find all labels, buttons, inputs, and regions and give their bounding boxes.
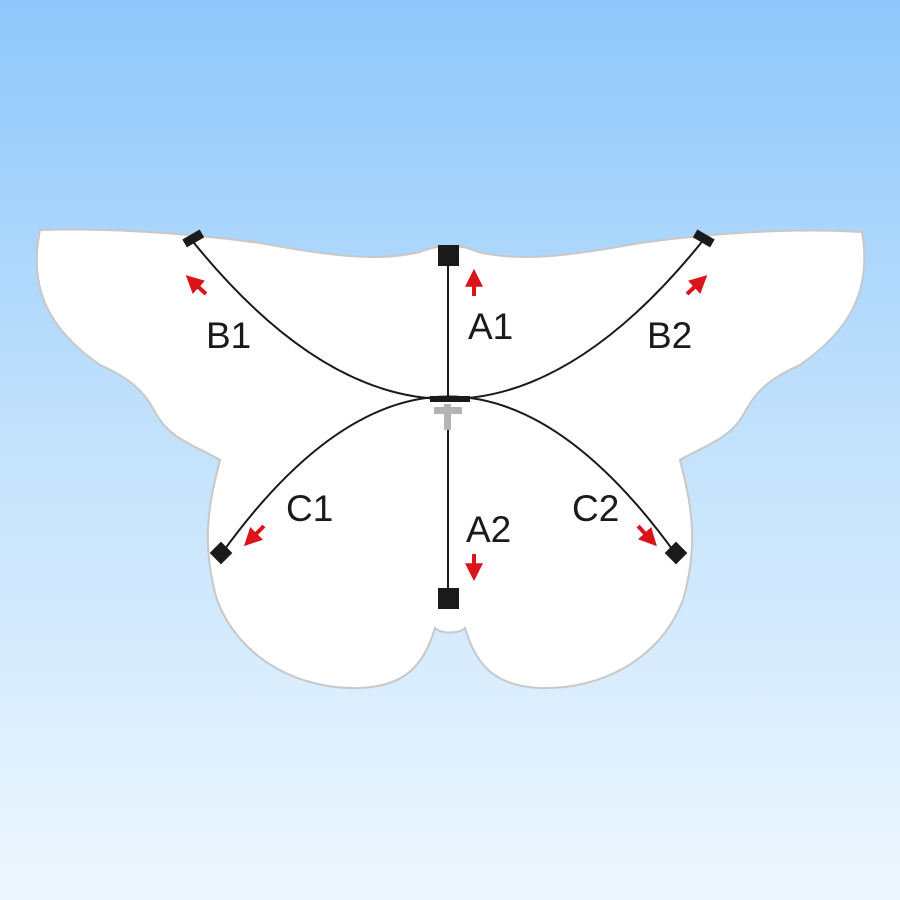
label-b2: B2	[647, 315, 692, 356]
arrow-b2-icon	[685, 275, 708, 296]
arrow-c1-icon	[243, 524, 266, 547]
end-cap-b1	[182, 229, 205, 248]
arrow-b1-icon	[185, 275, 208, 296]
end-cap-c2	[664, 541, 688, 565]
end-cap-b2	[692, 229, 715, 248]
center-cross-vertical	[444, 404, 451, 430]
label-c1: C1	[286, 488, 333, 529]
label-a2: A2	[466, 509, 511, 550]
center-connector-upper	[430, 396, 470, 402]
end-cap-a2	[438, 588, 459, 609]
end-cap-a1	[438, 245, 459, 266]
label-b1: B1	[206, 315, 251, 356]
arrow-c2-icon	[636, 524, 657, 547]
label-c2: C2	[572, 488, 619, 529]
label-a1: A1	[468, 306, 513, 347]
butterfly-wing-shape	[35, 228, 866, 690]
center-cross-horizontal	[434, 407, 462, 414]
